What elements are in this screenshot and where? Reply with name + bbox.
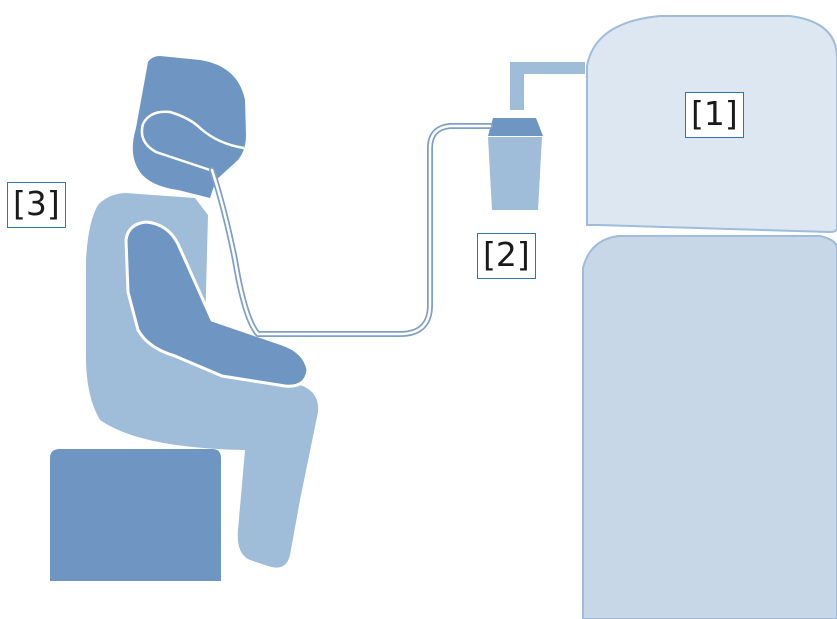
breathing-tube-highlight bbox=[210, 124, 492, 336]
machine bbox=[510, 15, 837, 619]
person bbox=[85, 56, 319, 568]
label-machine: [1] bbox=[685, 92, 744, 138]
container-lid bbox=[488, 118, 543, 136]
person-arm bbox=[124, 220, 310, 388]
breathing-tube bbox=[209, 123, 493, 337]
machine-outlet-pipe bbox=[510, 62, 585, 110]
stool bbox=[50, 449, 221, 581]
label-person: [3] bbox=[7, 182, 66, 228]
person-head bbox=[132, 56, 246, 198]
face-mask-strap bbox=[140, 110, 245, 172]
machine-body bbox=[582, 235, 837, 619]
container-cup bbox=[488, 137, 542, 210]
label-container: [2] bbox=[477, 233, 536, 279]
container bbox=[488, 118, 543, 210]
